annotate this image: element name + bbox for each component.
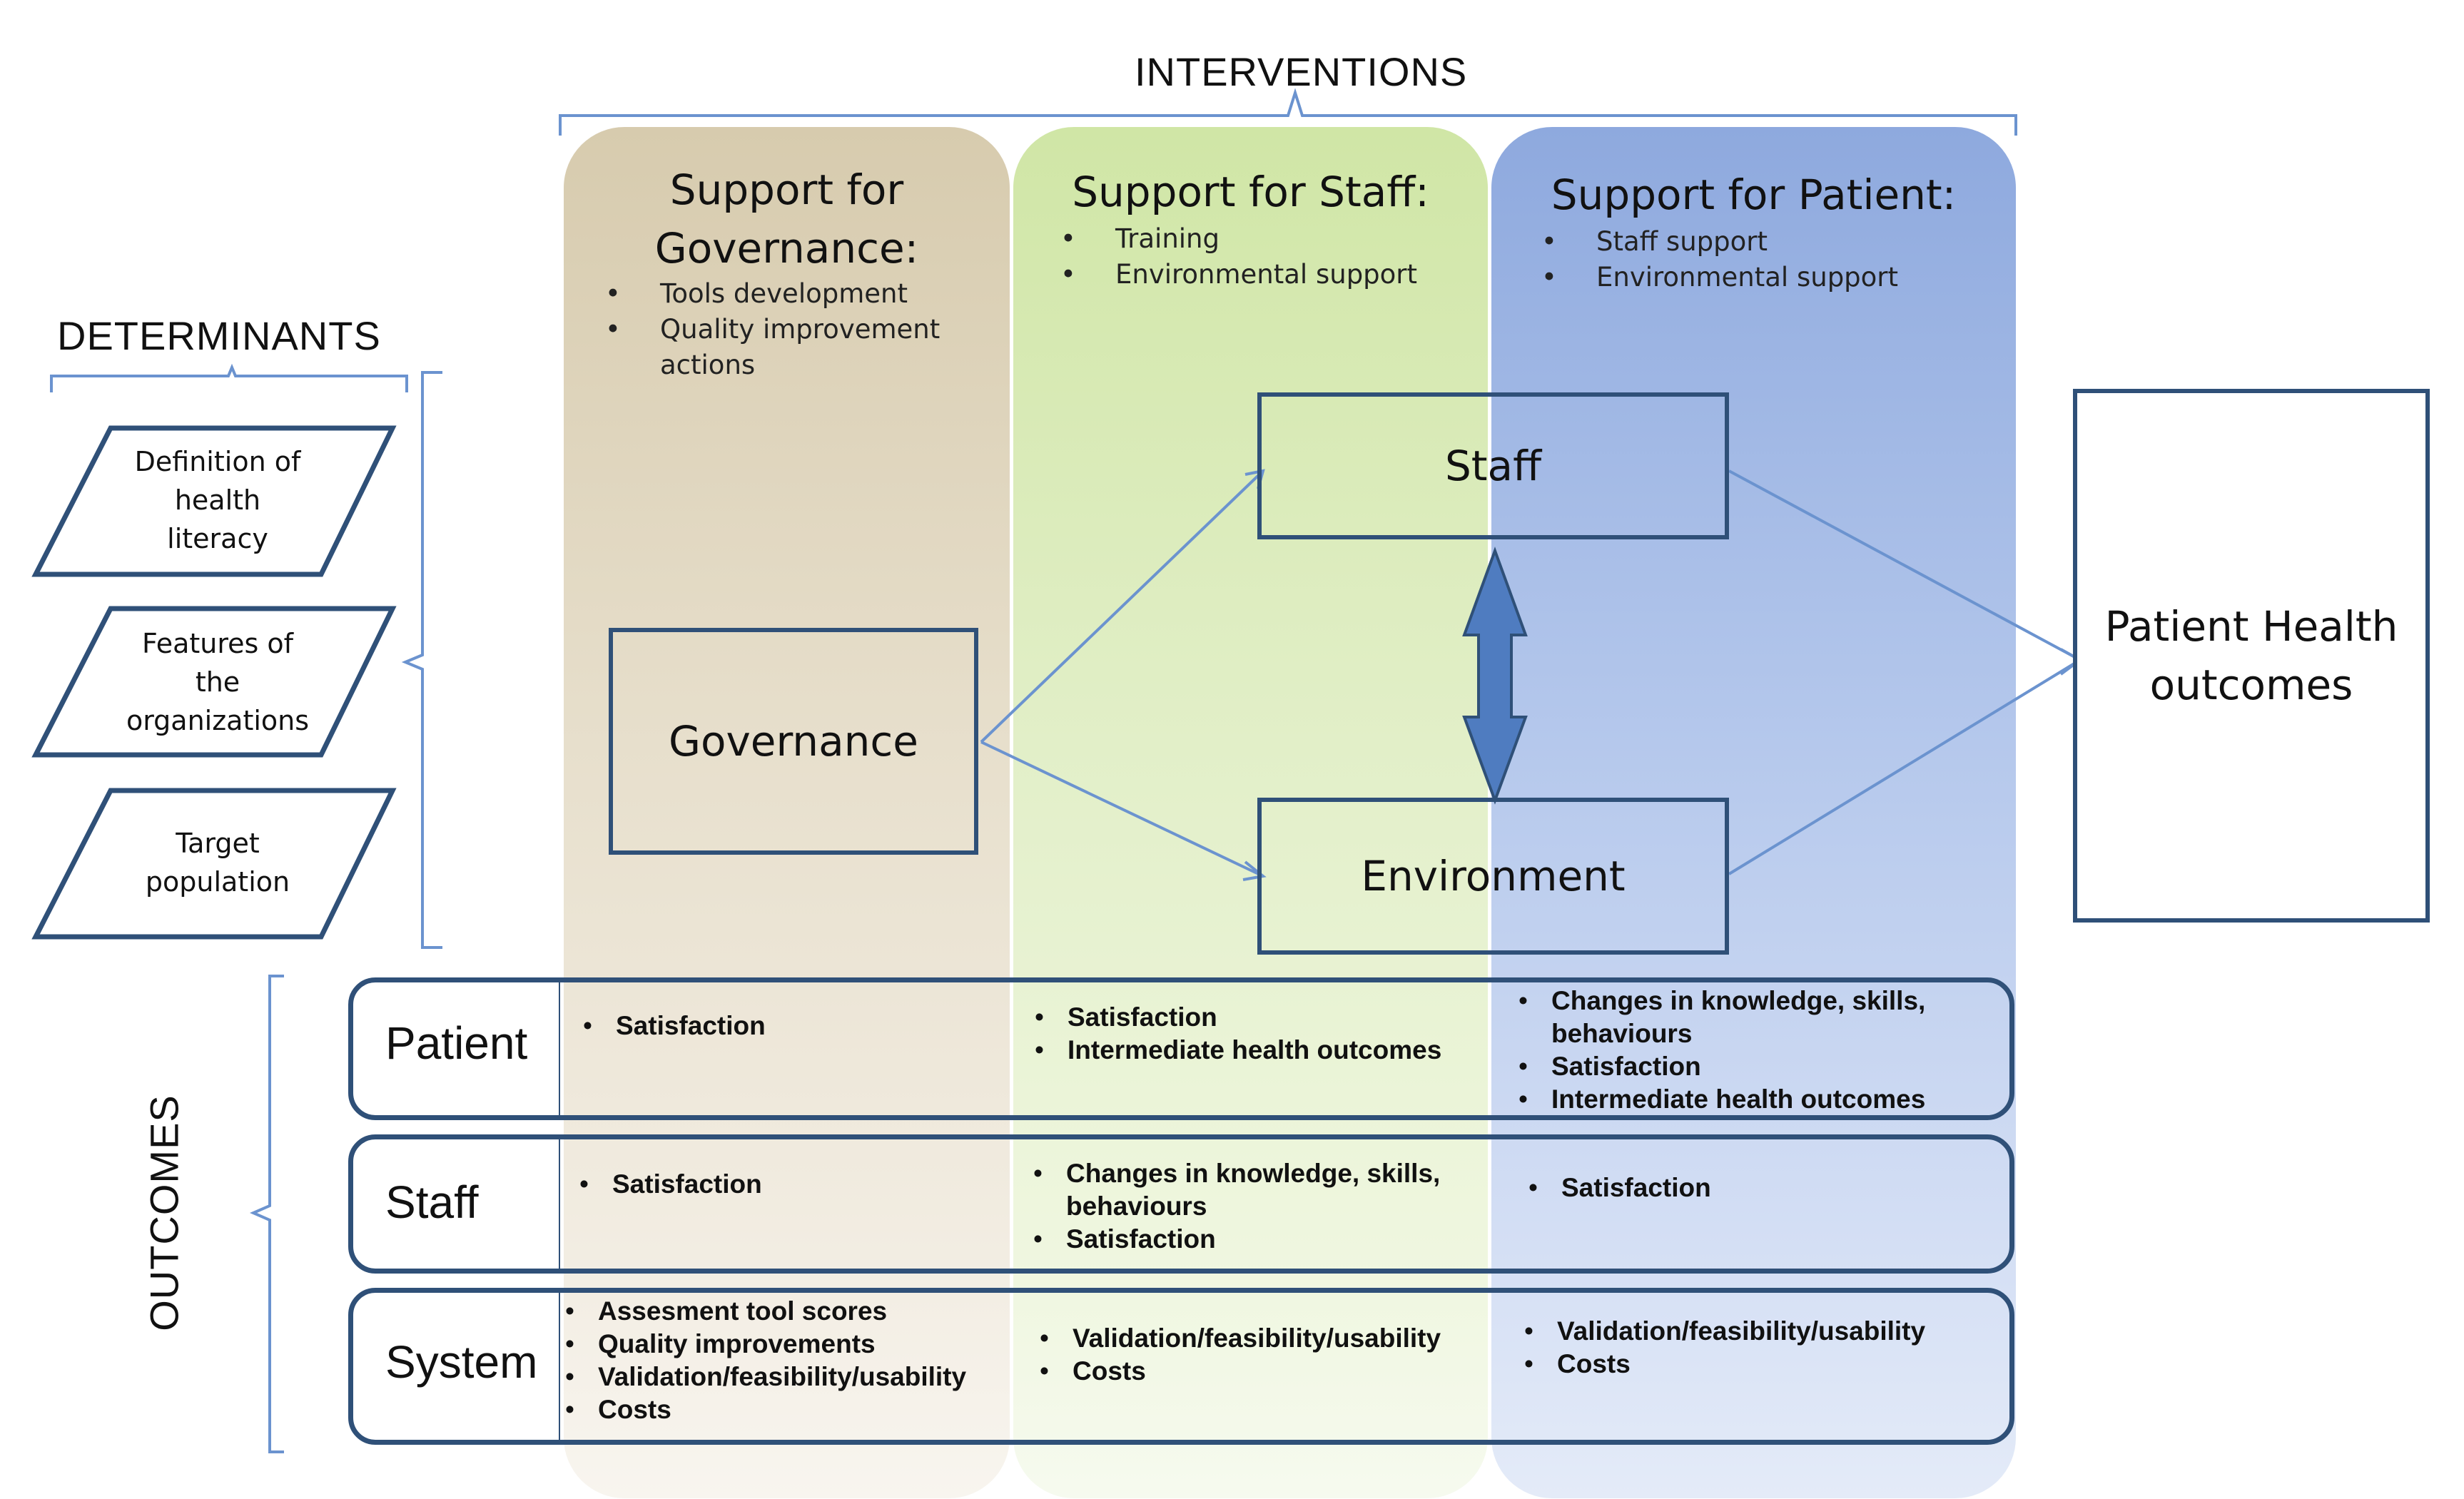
determinant-line: organizations	[126, 705, 310, 736]
outcome-row-label: Patient	[385, 1017, 528, 1069]
staff-environment-double-arrow	[1462, 547, 1528, 805]
determinants-brace	[50, 363, 408, 392]
governance-title-line1: Support for	[669, 166, 904, 214]
list-item: Satisfaction	[1527, 1172, 1969, 1204]
list-item: Satisfaction	[582, 1010, 981, 1042]
list-item: Assesment tool scores	[564, 1295, 1013, 1328]
outcome-row-staff	[348, 1134, 2014, 1274]
determinant-line: literacy	[167, 523, 268, 554]
list-item: Staff support	[1536, 224, 1978, 260]
staff-row-staff-outcomes: Changes in knowledge, skills, behaviours…	[1032, 1157, 1489, 1256]
list-item: Environmental support	[1536, 260, 1978, 295]
determinants-heading: DETERMINANTS	[57, 313, 381, 358]
system-row-staff-outcomes: Validation/feasibility/usability Costs	[1038, 1322, 1481, 1388]
governance-title-line2: Governance:	[654, 224, 919, 273]
bullet-continuation: behaviours	[1551, 1019, 1693, 1048]
list-item: Quality improvement	[599, 312, 999, 347]
list-item: Intermediate health outcomes	[1033, 1034, 1476, 1067]
environment-node: Environment	[1257, 798, 1729, 955]
determinant-line: Features of	[141, 628, 294, 659]
outcomes-bracket	[249, 975, 284, 1453]
row-divider	[559, 1293, 560, 1440]
staff-bullet-list: Training Environmental support	[1055, 221, 1469, 293]
staff-column-title: Support for Staff:	[1072, 168, 1429, 216]
interventions-brace	[559, 88, 2017, 136]
list-item: Tools development	[599, 276, 999, 312]
patient-row-governance-outcomes: Satisfaction	[582, 1010, 981, 1042]
list-item: behaviours	[1517, 1017, 2009, 1050]
determinant-definition-of-health-literacy: Definition of health literacy	[50, 442, 385, 558]
patient-bullet-list: Staff support Environmental support	[1536, 224, 1978, 295]
list-item: Environmental support	[1055, 257, 1469, 293]
list-item: Training	[1055, 221, 1469, 257]
system-row-governance-outcomes: Assesment tool scores Quality improvemen…	[564, 1295, 1013, 1426]
governance-column-title: Support for Governance:	[564, 161, 1010, 278]
patient-health-line1: Patient Health	[2104, 602, 2398, 651]
list-item: Costs	[1523, 1348, 1994, 1381]
list-item: Quality improvements	[564, 1328, 1013, 1361]
outcome-row-label: Staff	[385, 1177, 479, 1228]
governance-to-staff-line	[980, 469, 1264, 743]
patient-health-line2: outcomes	[2149, 661, 2353, 709]
row-divider	[559, 982, 560, 1115]
patient-health-outcomes-node: Patient Health outcomes	[2073, 389, 2430, 923]
list-item: behaviours	[1032, 1190, 1489, 1223]
list-item: Satisfaction	[1033, 1001, 1476, 1034]
bullet-continuation: behaviours	[1066, 1191, 1207, 1221]
governance-to-environment-line	[980, 741, 1264, 878]
list-item: Satisfaction	[1517, 1050, 2009, 1083]
patient-row-patient-outcomes: Changes in knowledge, skills, behaviours…	[1517, 985, 2009, 1116]
determinant-line: Definition of	[134, 446, 301, 477]
list-item: Changes in knowledge, skills,	[1032, 1157, 1489, 1190]
outcome-row-label: System	[385, 1336, 538, 1388]
list-item: Validation/feasibility/usability	[1523, 1315, 1994, 1348]
determinant-shape-2	[31, 606, 397, 758]
list-item: Changes in knowledge, skills,	[1517, 985, 2009, 1017]
governance-bullet-continuation: actions	[660, 350, 756, 380]
environment-to-outcomes-line	[1728, 659, 2082, 875]
list-item: Costs	[1038, 1355, 1481, 1388]
staff-node: Staff	[1257, 392, 1729, 539]
outcome-row-patient	[348, 977, 2014, 1120]
list-item: Costs	[564, 1393, 1013, 1426]
interventions-heading: INTERVENTIONS	[1135, 49, 1468, 94]
determinant-features-of-organizations: Features of the organizations	[50, 624, 385, 740]
determinant-line: population	[145, 866, 290, 898]
row-divider	[559, 1139, 560, 1269]
list-item: Satisfaction	[1032, 1223, 1489, 1256]
list-item: Intermediate health outcomes	[1517, 1083, 2009, 1116]
outcome-row-system	[348, 1288, 2014, 1445]
patient-column-title: Support for Patient:	[1551, 171, 1957, 219]
staff-row-governance-outcomes: Satisfaction	[578, 1168, 978, 1201]
determinant-shape-3	[31, 788, 397, 940]
determinant-line: health	[174, 484, 261, 516]
determinant-target-population: Target population	[50, 824, 385, 901]
governance-node: Governance	[609, 628, 978, 855]
list-item: Satisfaction	[578, 1168, 978, 1201]
staff-row-patient-outcomes: Satisfaction	[1527, 1172, 1969, 1204]
system-row-patient-outcomes: Validation/feasibility/usability Costs	[1523, 1315, 1994, 1381]
outcomes-heading: OUTCOMES	[141, 1094, 187, 1331]
determinant-line: the	[195, 666, 240, 698]
determinant-shapes	[31, 425, 397, 940]
staff-to-outcomes-line	[1728, 469, 2081, 661]
patient-row-staff-outcomes: Satisfaction Intermediate health outcome…	[1033, 1001, 1476, 1067]
determinant-line: Target	[176, 828, 260, 859]
list-item: Validation/feasibility/usability	[1038, 1322, 1481, 1355]
determinant-shape-1	[31, 425, 397, 577]
determinants-side-bracket	[401, 371, 442, 949]
governance-to-environment-arrowhead	[1242, 860, 1267, 881]
governance-bullet-list: Tools development Quality improvement	[599, 276, 999, 347]
list-item: Validation/feasibility/usability	[564, 1361, 1013, 1393]
